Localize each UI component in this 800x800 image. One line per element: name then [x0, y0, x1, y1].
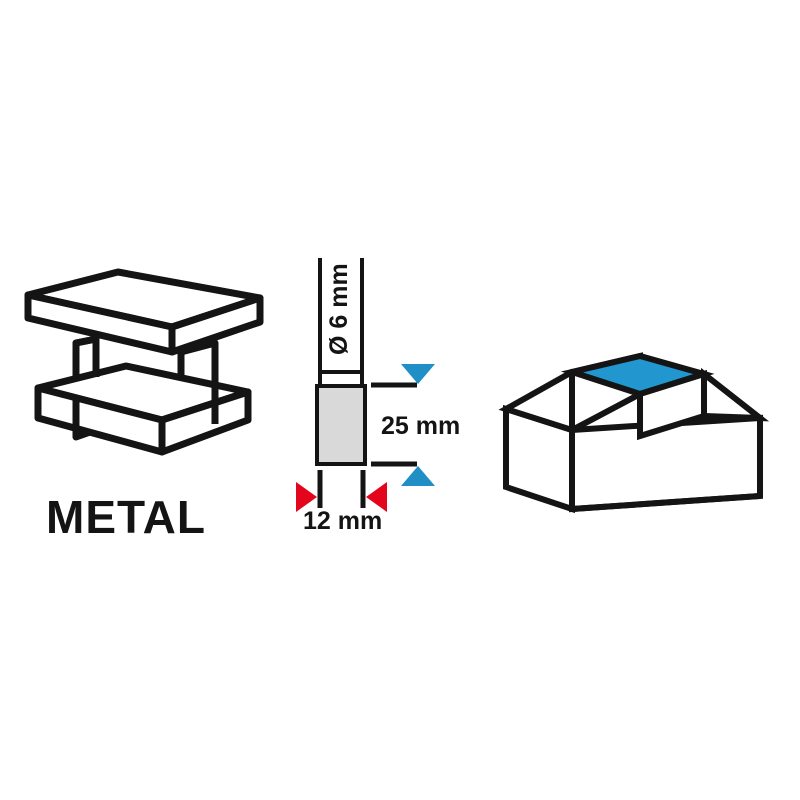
material-panel: METAL [24, 268, 264, 543]
workpiece-bottom-edge [571, 493, 761, 512]
workpiece-panel [498, 352, 770, 514]
bit-collar [318, 370, 364, 388]
width-arrow-right [366, 482, 387, 512]
width-arrow-left [296, 482, 317, 512]
workpiece-right-top-face [701, 367, 770, 422]
length-arrow-bottom [401, 466, 435, 486]
i-beam-top-flange-right-face [168, 294, 264, 356]
i-beam-icon [24, 268, 264, 456]
cutting-diameter-label: 12 mm [303, 507, 382, 535]
bit-cutting-body [315, 384, 367, 466]
shank-diameter-label: Ø 6 mm [325, 263, 353, 355]
cutting-length-label: 25 mm [381, 412, 460, 440]
material-label: METAL [46, 491, 206, 543]
i-beam-bottom-flange-right-face [158, 388, 252, 456]
router-bit-panel: Ø 6 mm 25 mm 12 mm [296, 258, 460, 535]
length-arrow-top [401, 364, 435, 384]
